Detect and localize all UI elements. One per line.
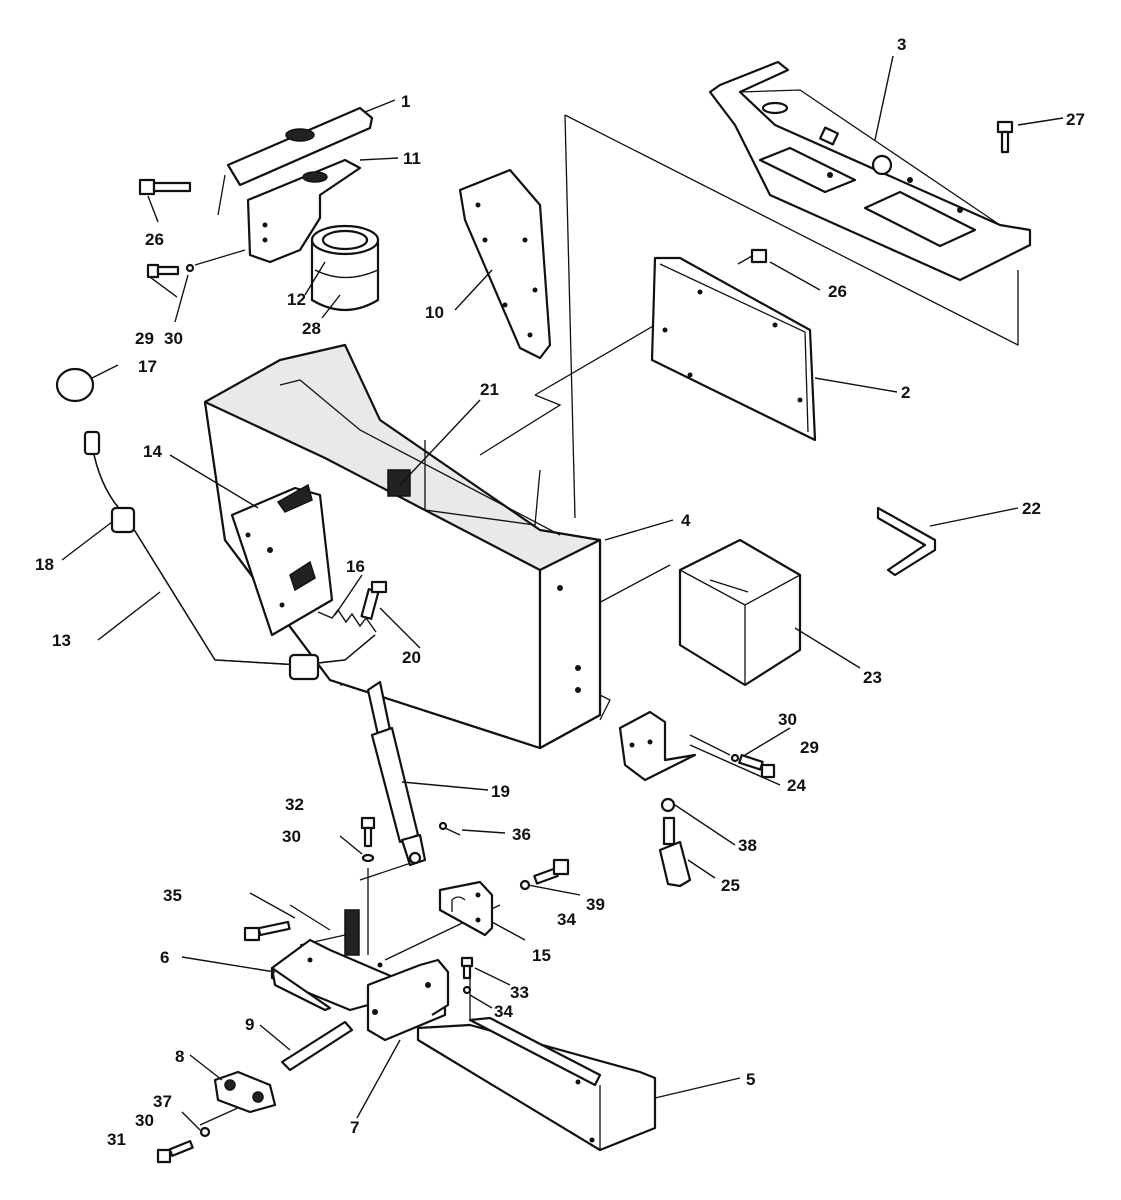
- part-8-link-plate: [213, 1070, 277, 1114]
- callout-33: 33: [510, 983, 529, 1002]
- callout-leaders: [61, 55, 1064, 1131]
- part-33-bolt: [460, 956, 474, 995]
- part-5-tray: [416, 1016, 657, 1152]
- part-30-washer-mid: [361, 853, 375, 863]
- callout-30-right: 30: [778, 710, 797, 729]
- callout-35: 35: [163, 886, 182, 905]
- part-36-pin: [438, 821, 461, 836]
- part-25-rubber-foot: [658, 816, 692, 888]
- callout-labels: 1 2 3 4 5 6 7 8 9 10 11 12 13 14 15 16 1…: [35, 35, 1085, 1149]
- callout-30-low: 30: [135, 1111, 154, 1130]
- callout-24: 24: [787, 776, 806, 795]
- callout-29-left: 29: [135, 329, 154, 348]
- callout-21: 21: [480, 380, 499, 399]
- callout-26-right: 26: [828, 282, 847, 301]
- callout-34-low: 34: [494, 1002, 513, 1021]
- part-29-bolt-right: [730, 753, 776, 779]
- callout-2: 2: [901, 383, 910, 402]
- callout-29-right: 29: [800, 738, 819, 757]
- callout-28: 28: [302, 319, 321, 338]
- callout-9: 9: [245, 1015, 254, 1034]
- part-10-side-plate: [458, 168, 552, 360]
- callout-6: 6: [160, 948, 169, 967]
- part-7-mount: [366, 958, 450, 1042]
- part-1-top-plate: [226, 106, 374, 187]
- callout-38: 38: [738, 836, 757, 855]
- part-12-bushing: [310, 224, 380, 311]
- part-15-bracket: [438, 880, 494, 937]
- part-20-pin: [360, 580, 388, 620]
- callout-11: 11: [403, 149, 421, 168]
- callout-10: 10: [425, 303, 444, 322]
- part-26-bolt-right: [737, 248, 768, 265]
- callout-16: 16: [346, 557, 365, 576]
- part-14-latch-plate: [230, 483, 334, 637]
- part-4-main-housing: [203, 343, 602, 750]
- callout-30-mid: 30: [282, 827, 301, 846]
- part-38-nut: [660, 797, 676, 813]
- part-22-hex-key: [876, 506, 937, 577]
- callout-3: 3: [897, 35, 906, 54]
- callout-12: 12: [287, 290, 306, 309]
- callout-39: 39: [586, 895, 605, 914]
- part-31-bolt: [156, 1126, 211, 1164]
- part-9-pin: [280, 1020, 354, 1072]
- callout-32: 32: [285, 795, 304, 814]
- callout-37: 37: [153, 1092, 172, 1111]
- callout-19: 19: [491, 782, 510, 801]
- callout-1: 1: [401, 92, 410, 111]
- part-24-bracket: [618, 710, 697, 782]
- callout-20: 20: [402, 648, 421, 667]
- part-35-bolt: [243, 920, 291, 942]
- callout-34-right: 34: [557, 910, 576, 929]
- part-3-top-panel: [708, 60, 1032, 282]
- part-23-box: [678, 538, 802, 687]
- callout-18: 18: [35, 555, 54, 574]
- part-13-lever-rod: [83, 430, 376, 681]
- callout-30-left: 30: [164, 329, 183, 348]
- callout-13: 13: [52, 631, 71, 650]
- callout-5: 5: [746, 1070, 755, 1089]
- callout-25: 25: [721, 876, 740, 895]
- part-26-bolt-left: [138, 178, 192, 196]
- callout-15: 15: [532, 946, 551, 965]
- callout-27: 27: [1066, 110, 1085, 129]
- part-19-gas-spring: [366, 680, 427, 867]
- part-11-bracket: [246, 158, 362, 264]
- callout-31: 31: [107, 1130, 126, 1149]
- callout-23: 23: [863, 668, 882, 687]
- part-16-spring: [317, 608, 377, 633]
- callout-4: 4: [681, 511, 691, 530]
- part-2-back-plate: [650, 256, 817, 442]
- part-17-knob: [55, 367, 95, 403]
- callout-26-left: 26: [145, 230, 164, 249]
- part-39-bolt: [519, 858, 570, 891]
- part-29-bolt-left: [146, 263, 195, 279]
- callout-22: 22: [1022, 499, 1041, 518]
- callout-14: 14: [143, 442, 162, 461]
- callout-8: 8: [175, 1047, 184, 1066]
- part-32-bolt: [360, 816, 376, 848]
- part-27-bolt: [996, 120, 1014, 154]
- callout-7: 7: [350, 1118, 359, 1137]
- callout-17: 17: [138, 357, 157, 376]
- callout-36: 36: [512, 825, 531, 844]
